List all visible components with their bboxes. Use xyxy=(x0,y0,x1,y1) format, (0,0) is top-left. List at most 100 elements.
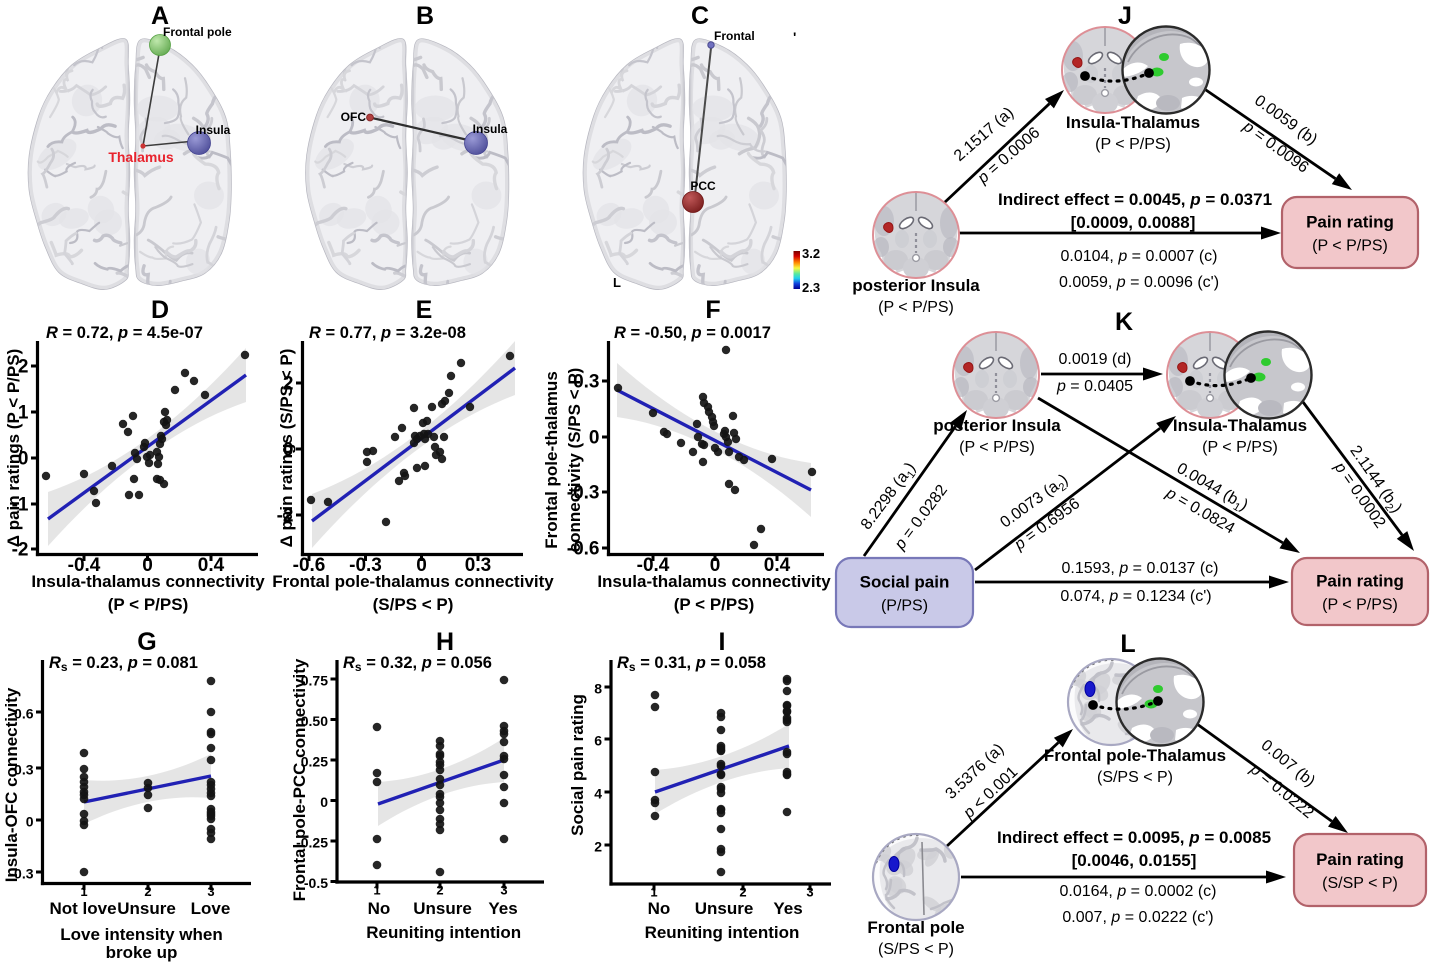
svg-text:J: J xyxy=(1118,2,1132,30)
svg-text:-1: -1 xyxy=(12,495,29,516)
svg-text:[0.0009, 0.0088]: [0.0009, 0.0088] xyxy=(1071,213,1196,232)
svg-text:K: K xyxy=(1115,308,1133,336)
svg-text:(P < P/PS): (P < P/PS) xyxy=(674,595,754,614)
svg-text:1: 1 xyxy=(18,403,29,424)
svg-text:Reuniting intention: Reuniting intention xyxy=(366,923,521,942)
svg-text:D: D xyxy=(151,296,169,324)
svg-text:[0.0046, 0.0155]: [0.0046, 0.0155] xyxy=(1072,851,1197,870)
svg-text:0: 0 xyxy=(142,555,153,576)
svg-text:Reuniting intention: Reuniting intention xyxy=(645,923,800,942)
svg-text:(P < P/PS): (P < P/PS) xyxy=(959,439,1035,456)
svg-text:PCC: PCC xyxy=(690,179,716,193)
svg-text:(P < P/PS): (P < P/PS) xyxy=(1095,136,1171,153)
svg-text:(S/PS < P): (S/PS < P) xyxy=(878,941,954,958)
svg-text:3.2: 3.2 xyxy=(802,246,820,261)
svg-text:0.50: 0.50 xyxy=(301,713,328,729)
svg-text:C: C xyxy=(691,2,709,30)
svg-text:-0.4: -0.4 xyxy=(68,555,101,576)
svg-text:(S/PS < P): (S/PS < P) xyxy=(1097,769,1173,786)
svg-text:Insula-OFC connectivity: Insula-OFC connectivity xyxy=(2,687,21,882)
svg-text:0: 0 xyxy=(416,555,427,576)
svg-text:2: 2 xyxy=(594,839,602,855)
svg-text:(P < P/PS): (P < P/PS) xyxy=(1202,439,1278,456)
svg-text:Frontal pole: Frontal pole xyxy=(163,25,232,39)
svg-text:0.3: 0.3 xyxy=(465,555,491,576)
svg-text:broke up: broke up xyxy=(106,943,178,962)
svg-text:Unsure: Unsure xyxy=(413,899,472,918)
svg-text:Unsure: Unsure xyxy=(695,899,754,918)
svg-text:H: H xyxy=(436,628,454,656)
svg-text:Yes: Yes xyxy=(773,899,802,918)
svg-text:Δ pain ratings (S/PS < P): Δ pain ratings (S/PS < P) xyxy=(277,349,296,548)
svg-text:-0.6: -0.6 xyxy=(293,555,326,576)
svg-text:L: L xyxy=(1120,630,1135,658)
svg-text:(P < P/PS): (P < P/PS) xyxy=(108,595,188,614)
svg-text:Social pain rating: Social pain rating xyxy=(568,694,587,836)
svg-text:Indirect effect = 0.0095, p =: Indirect effect = 0.0095, p = 0.0085 xyxy=(997,828,1271,847)
svg-text:L: L xyxy=(613,275,621,290)
svg-text:0.75: 0.75 xyxy=(301,673,328,689)
svg-text:2: 2 xyxy=(739,885,746,900)
svg-text:6: 6 xyxy=(594,733,602,749)
svg-text:2: 2 xyxy=(436,883,443,898)
svg-text:1: 1 xyxy=(650,885,657,900)
svg-text:3: 3 xyxy=(806,885,813,900)
svg-text:-0.3: -0.3 xyxy=(9,866,33,882)
svg-text:No: No xyxy=(368,899,391,918)
svg-text:Frontal pole-thalamus connecti: Frontal pole-thalamus connectivity xyxy=(272,572,554,591)
svg-text:Rs = 0.32, p = 0.056: Rs = 0.32, p = 0.056 xyxy=(343,654,492,674)
svg-text:3: 3 xyxy=(207,884,214,899)
svg-text:Rs = 0.23, p = 0.081: Rs = 0.23, p = 0.081 xyxy=(49,654,198,674)
svg-text:Frontal pole: Frontal pole xyxy=(867,918,964,937)
svg-text:E: E xyxy=(416,296,433,324)
svg-text:-0.3: -0.3 xyxy=(567,483,600,504)
svg-text:Frontal pole-PCC connectivity: Frontal pole-PCC connectivity xyxy=(290,658,309,901)
svg-text:R = 0.72, p = 4.5e-07: R = 0.72, p = 4.5e-07 xyxy=(46,324,203,342)
svg-text:1: 1 xyxy=(80,884,87,899)
svg-text:G: G xyxy=(137,628,156,656)
svg-text:(P < P/PS): (P < P/PS) xyxy=(1322,597,1398,614)
svg-text:2.3: 2.3 xyxy=(802,280,820,295)
svg-text:Frontal: Frontal xyxy=(714,29,755,43)
svg-text:2: 2 xyxy=(18,357,29,378)
svg-text:0.0059, p = 0.0096 (c'): 0.0059, p = 0.0096 (c') xyxy=(1059,274,1219,291)
svg-text:-0.5: -0.5 xyxy=(304,875,328,891)
svg-text:Not love: Not love xyxy=(49,899,116,918)
svg-text:-0.4: -0.4 xyxy=(637,555,670,576)
svg-text:Pain rating: Pain rating xyxy=(1306,213,1394,232)
svg-text:F: F xyxy=(705,296,720,324)
svg-text:0.074, p = 0.1234 (c'): 0.074, p = 0.1234 (c') xyxy=(1060,588,1211,605)
svg-text:0: 0 xyxy=(320,794,328,810)
svg-text:-0.25: -0.25 xyxy=(296,835,328,851)
svg-text:Love intensity when: Love intensity when xyxy=(60,925,222,944)
svg-text:(S/SP < P): (S/SP < P) xyxy=(1322,875,1398,892)
svg-text:0.6: 0.6 xyxy=(14,706,34,722)
svg-text:Yes: Yes xyxy=(488,899,517,918)
svg-text:0: 0 xyxy=(589,428,600,449)
svg-text:-0.6: -0.6 xyxy=(567,539,600,560)
svg-text:No: No xyxy=(648,899,671,918)
svg-text:Insula-thalamus connectivity: Insula-thalamus connectivity xyxy=(597,572,831,591)
svg-text:B: B xyxy=(416,2,434,30)
svg-text:Insula: Insula xyxy=(196,123,231,137)
svg-text:0.0104, p = 0.0007 (c): 0.0104, p = 0.0007 (c) xyxy=(1060,248,1217,265)
svg-text:Pain rating: Pain rating xyxy=(1316,572,1404,591)
svg-text:(S/PS < P): (S/PS < P) xyxy=(373,595,454,614)
svg-text:Δ pain ratings (P < P/PS): Δ pain ratings (P < P/PS) xyxy=(4,349,23,547)
svg-text:Social pain: Social pain xyxy=(860,573,950,592)
svg-text:0.1593, p = 0.0137 (c): 0.1593, p = 0.0137 (c) xyxy=(1061,560,1218,577)
svg-text:Insula-Thalamus: Insula-Thalamus xyxy=(1066,113,1200,132)
svg-text:8: 8 xyxy=(594,681,602,697)
svg-text:0: 0 xyxy=(283,440,294,461)
svg-text:Rs = 0.31, p = 0.058: Rs = 0.31, p = 0.058 xyxy=(617,654,766,674)
svg-text:0: 0 xyxy=(26,814,34,830)
svg-text:0.0019 (d): 0.0019 (d) xyxy=(1059,351,1132,368)
svg-text:Frontal pole-thalamus: Frontal pole-thalamus xyxy=(542,371,561,549)
svg-text:A: A xyxy=(151,2,169,30)
svg-text:(P < P/PS): (P < P/PS) xyxy=(878,299,954,316)
svg-text:0.0164, p = 0.0002 (c): 0.0164, p = 0.0002 (c) xyxy=(1059,883,1216,900)
svg-text:2: 2 xyxy=(144,884,151,899)
svg-text:0.007, p = 0.0222 (c'): 0.007, p = 0.0222 (c') xyxy=(1062,909,1213,926)
svg-text:Pain rating: Pain rating xyxy=(1316,850,1404,869)
svg-text:0.25: 0.25 xyxy=(301,754,328,770)
